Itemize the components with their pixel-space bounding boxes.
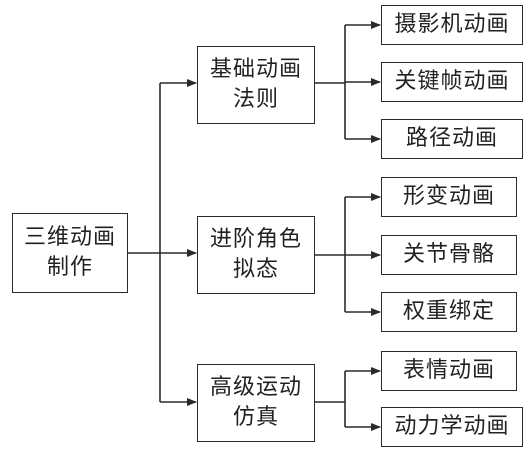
root-label-line1: 三维动画 bbox=[23, 225, 116, 250]
category-label-line2: 仿真 bbox=[232, 405, 279, 430]
category-node-basic: 基础动画 法则 bbox=[197, 46, 315, 124]
root-node: 三维动画 制作 bbox=[12, 213, 128, 293]
category-label-line1: 高级运动 bbox=[209, 375, 302, 400]
category-label-line2: 拟态 bbox=[232, 257, 279, 282]
leaf-node: 动力学动画 bbox=[381, 407, 523, 447]
leaf-node: 形变动画 bbox=[381, 177, 517, 217]
category-label-line1: 进阶角色 bbox=[209, 227, 302, 252]
category-label-line1: 基础动画 bbox=[209, 57, 302, 82]
leaf-node: 摄影机动画 bbox=[381, 5, 523, 45]
leaf-node: 关节骨骼 bbox=[381, 235, 517, 275]
leaf-node: 表情动画 bbox=[381, 351, 517, 391]
leaf-node: 权重绑定 bbox=[381, 292, 517, 332]
leaf-node: 路径动画 bbox=[381, 119, 523, 159]
leaf-node: 关键帧动画 bbox=[381, 62, 523, 102]
category-label-line2: 法则 bbox=[232, 87, 279, 112]
category-node-simulation: 高级运动 仿真 bbox=[197, 364, 315, 442]
category-node-advanced: 进阶角色 拟态 bbox=[197, 216, 315, 294]
root-label-line2: 制作 bbox=[46, 255, 93, 280]
